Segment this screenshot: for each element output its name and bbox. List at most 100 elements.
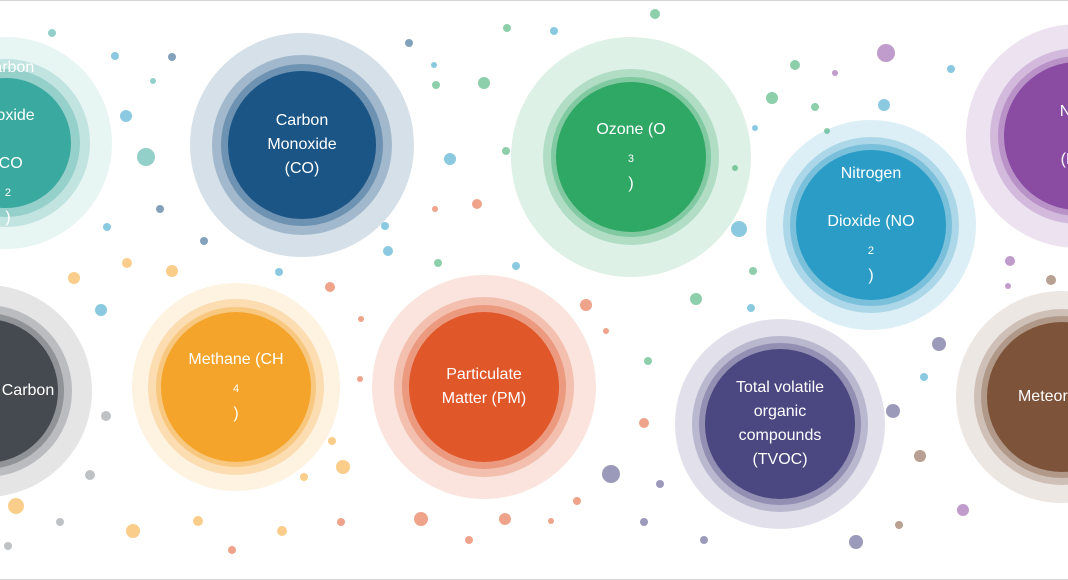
decorative-dot: [512, 262, 520, 270]
decorative-dot: [122, 258, 132, 268]
formula-subscript: 2: [4, 187, 12, 200]
label-methane: Methane (CH 4): [188, 348, 283, 425]
decorative-dot: [811, 103, 819, 111]
decorative-dot: [8, 498, 24, 514]
decorative-dot: [878, 99, 890, 111]
decorative-dot: [1005, 283, 1011, 289]
label-nitric-oxide: Nitric (NO): [1060, 76, 1068, 196]
decorative-dot: [277, 526, 287, 536]
decorative-dot: [690, 293, 702, 305]
label-line: Nitrogen: [840, 165, 902, 183]
decorative-dot: [895, 521, 903, 529]
label-line: Carbon: [0, 59, 35, 77]
bubble-nitric-oxide: Nitric (NO): [966, 24, 1068, 248]
formula-tail: ): [5, 208, 11, 226]
decorative-dot: [381, 222, 389, 230]
decorative-dot: [432, 81, 440, 89]
decorative-dot: [573, 497, 581, 505]
decorative-dot: [434, 259, 442, 267]
label-line: (NO): [1060, 151, 1068, 168]
formula-subscript: 4: [232, 383, 240, 396]
decorative-dot: [502, 147, 510, 155]
formula-tail: ): [868, 266, 874, 284]
formula-subscript: 2: [867, 245, 875, 258]
decorative-dot: [752, 125, 758, 131]
decorative-dot: [639, 418, 649, 428]
decorative-dot: [548, 518, 554, 524]
decorative-dot: [603, 328, 609, 334]
label-particulate-matter: Particulate Matter (PM): [441, 366, 527, 407]
decorative-dot: [328, 437, 336, 445]
decorative-dot: [1046, 275, 1056, 285]
decorative-dot: [337, 518, 345, 526]
decorative-dot: [465, 536, 473, 544]
decorative-dot: [48, 29, 56, 37]
label-nitrogen-dioxide: Nitrogen Dioxide (NO 2): [827, 138, 914, 311]
label-carbon-monoxide: Carbon Monoxide (CO): [267, 112, 337, 177]
decorative-dot: [932, 337, 946, 351]
decorative-dot: [56, 518, 64, 526]
label-tvoc: Total volatile organic compounds (TVOC): [735, 379, 825, 468]
bubble-carbon-monoxide: Carbon Monoxide (CO): [190, 33, 414, 257]
decorative-dot: [405, 39, 413, 47]
decorative-dot: [168, 53, 176, 61]
decorative-dot: [137, 148, 155, 166]
decorative-dot: [478, 77, 490, 89]
decorative-dot: [357, 376, 363, 382]
decorative-dot: [644, 357, 652, 365]
decorative-dot: [95, 304, 107, 316]
decorative-dot: [914, 450, 926, 462]
bubble-nitrogen-dioxide: Nitrogen Dioxide (NO 2): [766, 120, 976, 330]
decorative-dot: [849, 535, 863, 549]
decorative-dot: [414, 512, 428, 526]
bubble-methane: Methane (CH 4): [132, 283, 340, 491]
formula-tail: ): [628, 174, 634, 192]
label-carbon-dioxide: Carbon Dioxide (CO 2): [0, 32, 35, 253]
decorative-dot: [656, 480, 664, 488]
decorative-dot: [358, 316, 364, 322]
decorative-dot: [4, 542, 12, 550]
decorative-dot: [111, 52, 119, 60]
decorative-dot: [1005, 256, 1015, 266]
decorative-dot: [824, 128, 830, 134]
decorative-dot: [832, 70, 838, 76]
decorative-dot: [580, 299, 592, 311]
decorative-dot: [166, 265, 178, 277]
decorative-dot: [732, 165, 738, 171]
decorative-dot: [103, 223, 111, 231]
decorative-dot: [700, 536, 708, 544]
decorative-dot: [275, 268, 283, 276]
label-meteorology: Meteorology: [1017, 388, 1068, 405]
decorative-dot: [300, 473, 308, 481]
decorative-dot: [228, 546, 236, 554]
decorative-dot: [472, 199, 482, 209]
formula-text: Ozone (O: [596, 121, 666, 139]
decorative-dot: [790, 60, 800, 70]
formula-text: (CO: [0, 155, 23, 173]
bubble-tvoc: Total volatile organic compounds (TVOC): [675, 319, 885, 529]
decorative-dot: [432, 206, 438, 212]
formula-text: Methane (CH: [188, 351, 284, 369]
decorative-dot: [747, 304, 755, 312]
decorative-dot: [947, 65, 955, 73]
decorative-dot: [602, 465, 620, 483]
decorative-dot: [444, 153, 456, 165]
decorative-dot: [383, 246, 393, 256]
formula-tail: ): [233, 404, 239, 422]
label-carbon: Carbon: [1, 382, 55, 399]
decorative-dot: [200, 237, 208, 245]
decorative-dot: [886, 404, 900, 418]
decorative-dot: [325, 282, 335, 292]
decorative-dot: [766, 92, 778, 104]
decorative-dot: [640, 518, 648, 526]
formula-text: Dioxide (NO: [827, 213, 915, 231]
label-line: Dioxide: [0, 107, 35, 125]
decorative-dot: [877, 44, 895, 62]
decorative-dot: [336, 460, 350, 474]
decorative-dot: [550, 27, 558, 35]
decorative-dot: [920, 373, 928, 381]
decorative-dot: [68, 272, 80, 284]
